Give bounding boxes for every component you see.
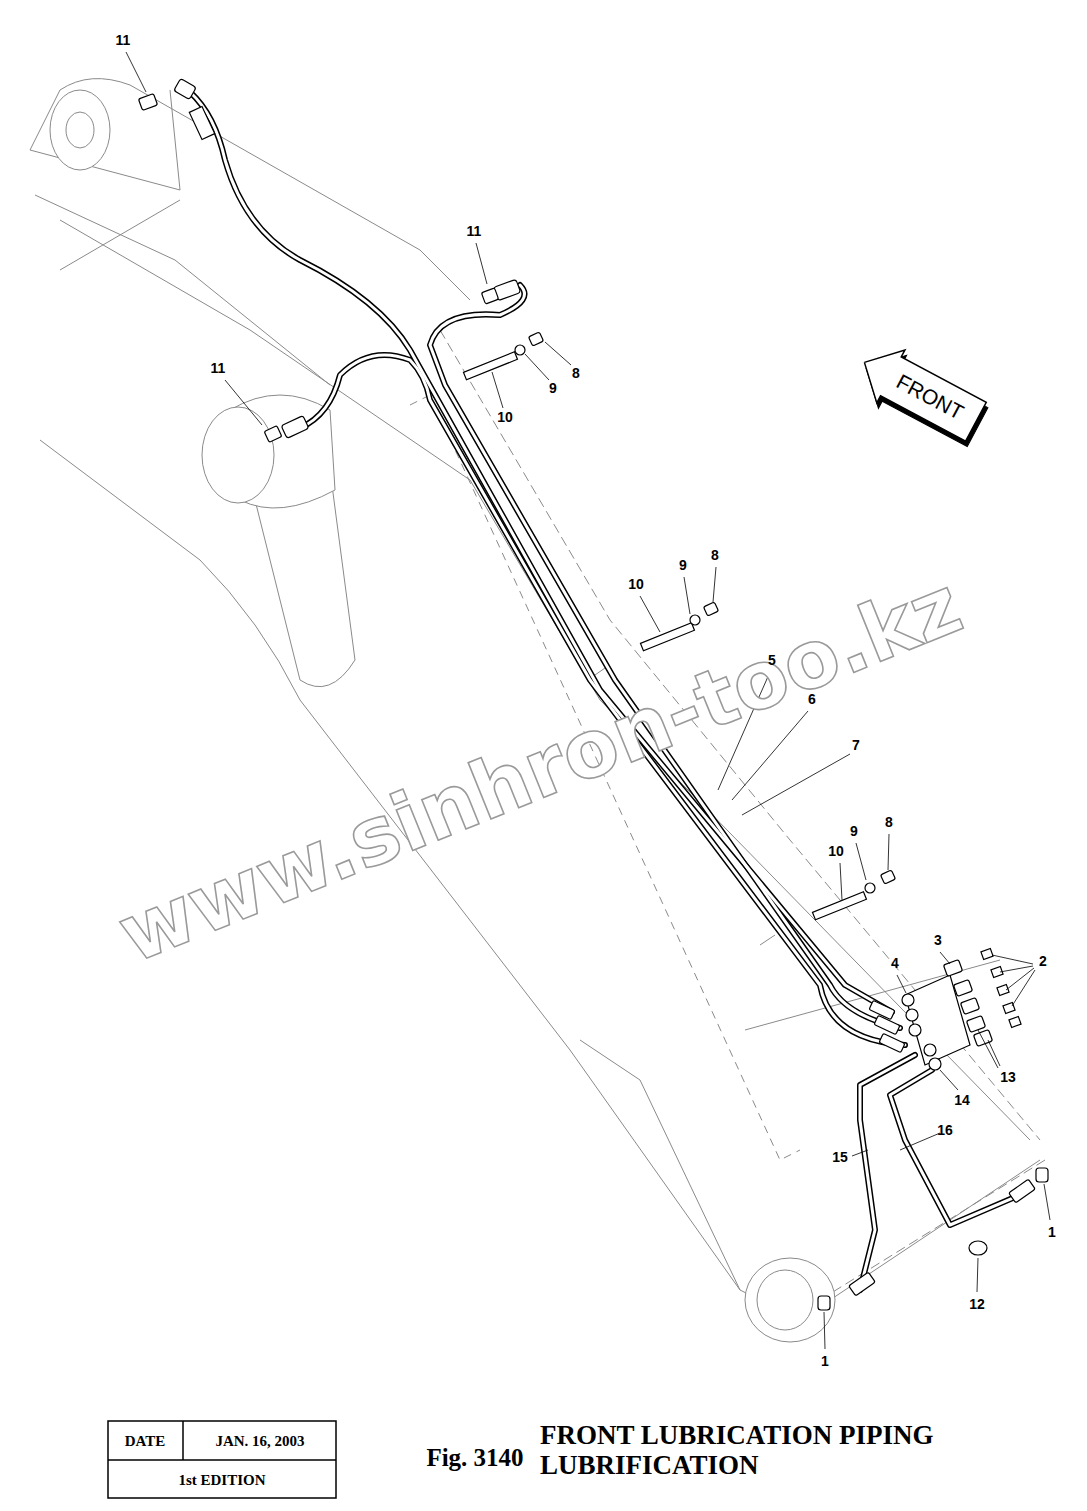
callout-number: 6 bbox=[808, 692, 816, 706]
callout-number: 1 bbox=[821, 1354, 829, 1368]
callout-number: 9 bbox=[549, 381, 557, 395]
table-cell: 1st EDITION bbox=[178, 1473, 265, 1488]
callout-number: 5 bbox=[768, 653, 776, 667]
callout-number: 16 bbox=[937, 1123, 953, 1137]
callout-number: 9 bbox=[850, 824, 858, 838]
callout-number: 13 bbox=[1000, 1070, 1016, 1084]
callout-number: 8 bbox=[885, 815, 893, 829]
callout-number: 10 bbox=[828, 844, 844, 858]
callout-number: 15 bbox=[832, 1150, 848, 1164]
arrow-body bbox=[850, 336, 990, 448]
callout-number: 4 bbox=[891, 956, 899, 970]
callout-number: 1 bbox=[1048, 1225, 1056, 1239]
callout-number: 14 bbox=[954, 1093, 970, 1107]
callout-number: 11 bbox=[467, 224, 482, 238]
callout-number: 11 bbox=[211, 361, 226, 375]
watermark: www.sinhron-too.kz bbox=[108, 565, 971, 976]
callout-number: 2 bbox=[1039, 954, 1047, 968]
callout-number: 10 bbox=[628, 577, 644, 591]
callout-number: 12 bbox=[969, 1297, 985, 1311]
figure-title: FRONT LUBRICATION PIPING LUBRIFICATION bbox=[540, 1420, 1010, 1480]
callout-number: 8 bbox=[572, 366, 580, 380]
figure-number: Fig. 3140 bbox=[426, 1445, 523, 1470]
direction-arrow: FRONT bbox=[850, 336, 990, 448]
callout-number: 10 bbox=[497, 410, 513, 424]
callout-number: 7 bbox=[852, 738, 860, 752]
callout-number: 11 bbox=[116, 33, 131, 47]
callout-number: 8 bbox=[711, 548, 719, 562]
callout-number: 9 bbox=[679, 558, 687, 572]
callout-number: 3 bbox=[934, 933, 942, 947]
table-cell: JAN. 16, 2003 bbox=[215, 1434, 304, 1449]
table-cell: DATE bbox=[125, 1434, 166, 1449]
